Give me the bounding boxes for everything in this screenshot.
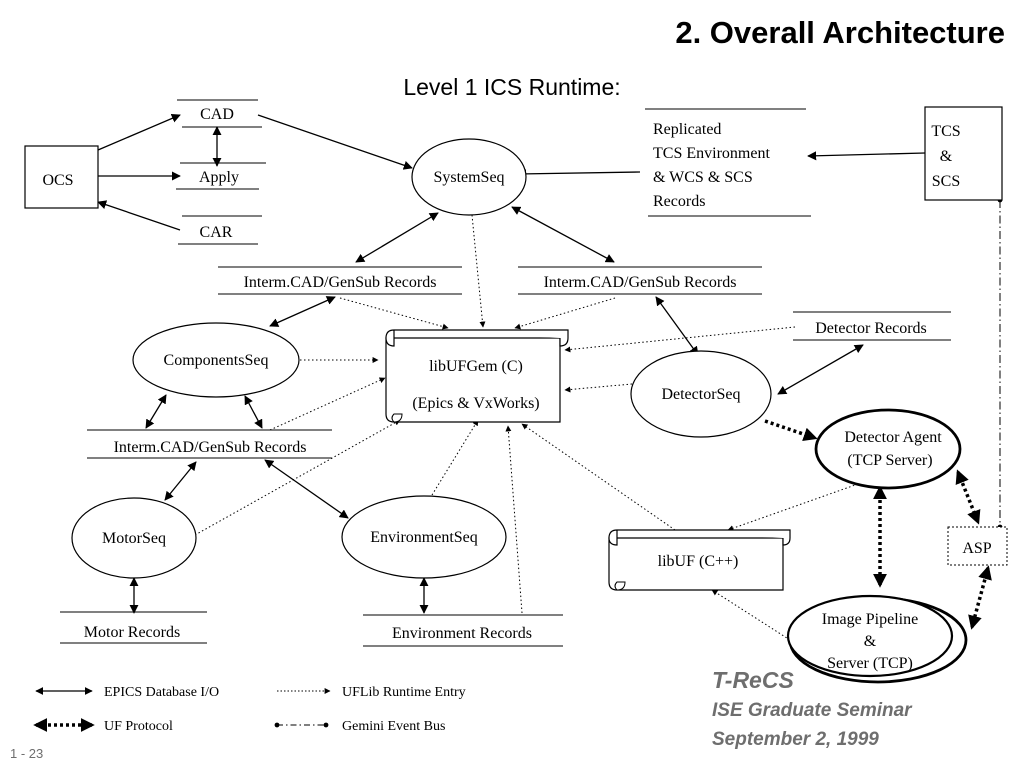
tcs-line-2: & — [940, 148, 953, 165]
node-motorseq: MotorSeq — [71, 497, 197, 579]
interm-mid-label: Interm.CAD/GenSub Records — [114, 439, 307, 456]
pipeline-line-2: & — [864, 633, 877, 650]
edge-interm-mid-envseq — [264, 459, 349, 519]
legend-epics-label: EPICS Database I/O — [104, 685, 219, 700]
edge-cad-systemseq — [257, 114, 413, 170]
node-ocs: OCS — [24, 145, 99, 209]
detector-agent-line-1: Detector Agent — [844, 429, 942, 446]
node-motor-records: Motor Records — [60, 611, 207, 644]
edge-interm-left-componentsseq — [269, 296, 336, 327]
legend-uflib-label: UFLib Runtime Entry — [342, 685, 466, 700]
node-environment-records: Environment Records — [363, 614, 563, 647]
edge-pipeline-libuf — [711, 589, 791, 641]
detector-agent-line-2: (TCP Server) — [847, 452, 932, 469]
pipeline-line-3: Server (TCP) — [827, 655, 913, 672]
detectorseq-label: DetectorSeq — [661, 386, 740, 403]
node-detectorseq: DetectorSeq — [630, 350, 772, 438]
pipeline-line-1: Image Pipeline — [822, 611, 918, 628]
replicated-line-3: & WCS & SCS — [653, 169, 753, 186]
node-environmentseq: EnvironmentSeq — [341, 495, 507, 579]
edge-interm-right-detectorseq — [655, 296, 699, 356]
node-detector-agent: Detector Agent (TCP Server) — [814, 408, 962, 490]
asp-label: ASP — [962, 540, 991, 557]
node-tcs-scs: TCS & SCS — [924, 106, 1003, 201]
node-replicated-records: Replicated TCS Environment & WCS & SCS R… — [645, 108, 811, 217]
slide-subtitle: Level 1 ICS Runtime: — [403, 74, 620, 100]
edge-interm-mid-motorseq — [164, 461, 197, 501]
node-libuf: libUF (C++) — [608, 529, 791, 591]
node-interm-records-top-left: Interm.CAD/GenSub Records — [218, 266, 462, 295]
connections — [97, 114, 1003, 641]
edge-detectorseq-libufgem — [564, 383, 633, 393]
node-detector-records: Detector Records — [793, 311, 951, 341]
edge-detagent-libuf — [727, 483, 859, 532]
replicated-line-2: TCS Environment — [653, 145, 770, 162]
edge-interm-left-libufgem — [339, 297, 449, 330]
libufgem-line-1: libUFGem (C) — [429, 358, 523, 375]
ocs-label: OCS — [42, 172, 73, 189]
node-interm-records-top-right: Interm.CAD/GenSub Records — [518, 266, 762, 295]
legend-gemini-label: Gemini Event Bus — [342, 719, 445, 734]
interm-top-left-label: Interm.CAD/GenSub Records — [244, 274, 437, 291]
slide-title: 2. Overall Architecture — [675, 15, 1005, 50]
node-cad-record: CAD — [177, 99, 262, 128]
car-label: CAR — [200, 224, 233, 241]
footer-date: September 2, 1999 — [712, 729, 879, 750]
edge-car-ocs — [97, 200, 181, 231]
apply-label: Apply — [199, 169, 239, 186]
edge-interm-mid-libufgem — [269, 377, 386, 431]
interm-top-right-label: Interm.CAD/GenSub Records — [544, 274, 737, 291]
edge-componentsseq-interm-mid-b — [244, 395, 263, 429]
libufgem-line-2: (Epics & VxWorks) — [412, 395, 539, 412]
edge-systemseq-interm-right — [511, 206, 615, 263]
edge-libuf-libufgem — [521, 423, 676, 531]
edge-ocs-cad — [97, 114, 181, 151]
node-car-record: CAR — [178, 215, 262, 245]
legend-uf-protocol-label: UF Protocol — [104, 719, 173, 734]
edge-envrecords-libufgem — [505, 425, 523, 614]
edge-detagent-asp — [955, 469, 981, 525]
motor-records-label: Motor Records — [84, 624, 180, 641]
replicated-line-1: Replicated — [653, 121, 721, 138]
componentsseq-label: ComponentsSeq — [164, 352, 269, 369]
node-systemseq: SystemSeq — [411, 138, 527, 216]
node-interm-records-mid: Interm.CAD/GenSub Records — [87, 429, 332, 459]
edge-envseq-libufgem — [431, 419, 479, 496]
edge-componentsseq-interm-mid-a — [145, 394, 167, 429]
edge-detrecords-detectorseq — [777, 344, 864, 395]
edge-systemseq-interm-left — [355, 212, 439, 263]
motorseq-label: MotorSeq — [102, 530, 166, 547]
legend: EPICS Database I/O UFLib Runtime Entry U… — [33, 685, 466, 734]
edge-replicated-systemseq — [517, 169, 641, 179]
cad-label: CAD — [200, 106, 234, 123]
footer-event: ISE Graduate Seminar — [712, 700, 913, 721]
edge-asp-pipeline — [968, 565, 992, 630]
replicated-line-4: Records — [653, 193, 705, 210]
node-apply-record: Apply — [176, 162, 266, 190]
edge-systemseq-libufgem — [471, 214, 486, 328]
environmentseq-label: EnvironmentSeq — [370, 529, 478, 546]
tcs-line-1: TCS — [931, 123, 960, 140]
footer-project: T-ReCS — [712, 667, 794, 693]
edge-detectorseq-detagent — [764, 419, 818, 442]
tcs-line-3: SCS — [932, 173, 960, 190]
node-asp: ASP — [947, 526, 1008, 566]
edge-interm-right-libufgem — [514, 297, 616, 330]
edge-tcs-replicated — [807, 151, 926, 161]
environment-records-label: Environment Records — [392, 625, 532, 642]
node-componentsseq: ComponentsSeq — [132, 322, 300, 398]
node-image-pipeline: Image Pipeline & Server (TCP) — [786, 594, 968, 684]
libuf-label: libUF (C++) — [658, 553, 739, 570]
edge-detrecords-libufgem — [564, 326, 796, 353]
detector-records-label: Detector Records — [815, 320, 927, 337]
footer: T-ReCS ISE Graduate Seminar September 2,… — [712, 667, 913, 750]
systemseq-label: SystemSeq — [433, 169, 504, 186]
node-libufgem: libUFGem (C) (Epics & VxWorks) — [385, 329, 569, 423]
page-number: 1 - 23 — [10, 746, 43, 761]
